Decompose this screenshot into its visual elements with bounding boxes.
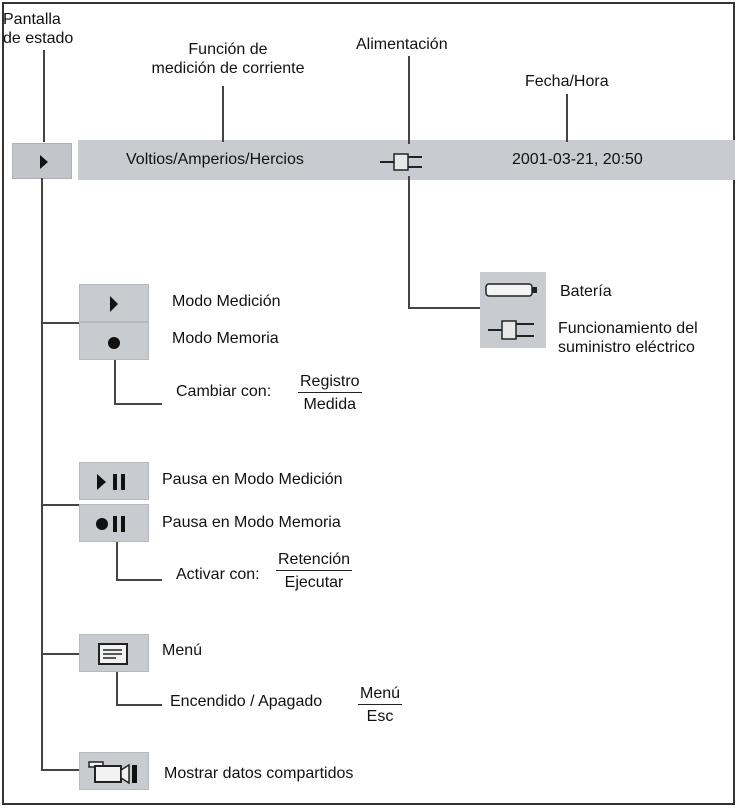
activate-denominator: Ejecutar	[284, 574, 344, 591]
connector-line	[566, 94, 568, 142]
connector-line	[408, 307, 480, 309]
plug-icon	[380, 153, 422, 171]
shared-data-label: Mostrar datos compartidos	[164, 765, 354, 782]
play-icon	[40, 155, 48, 169]
current-function-label: Función de medición de corriente	[151, 41, 305, 77]
connector-line	[41, 178, 43, 770]
record-icon	[108, 337, 120, 349]
pause-memory-box	[79, 504, 149, 542]
plug-icon	[488, 320, 534, 340]
switch-with-label: Cambiar con:	[176, 383, 272, 400]
connector-line	[116, 704, 162, 706]
battery-label: Batería	[560, 283, 612, 300]
activate-fraction: Retención Ejecutar	[276, 550, 353, 592]
connector-line	[41, 504, 79, 506]
menu-box	[79, 634, 149, 672]
toggle-label: Encendido / Apagado	[170, 693, 323, 710]
mode-measurement-label: Modo Medición	[172, 293, 281, 310]
menu-icon	[98, 643, 128, 665]
connector-line	[222, 86, 224, 142]
activate-numerator: Retención	[276, 550, 353, 571]
connector-line	[43, 50, 45, 142]
activate-with-label: Activar con:	[176, 566, 260, 583]
battery-icon	[485, 283, 537, 297]
mode-memory-label: Modo Memoria	[172, 330, 279, 347]
connector-line	[41, 769, 79, 771]
connector-line	[408, 176, 410, 308]
connector-line	[41, 322, 79, 324]
toggle-denominator: Esc	[366, 708, 394, 725]
camera-icon	[88, 761, 137, 785]
toggle-numerator: Menú	[358, 684, 403, 705]
pause-memory-label: Pausa en Modo Memoria	[162, 514, 341, 531]
switch-denominator: Medida	[303, 396, 357, 413]
connector-line	[408, 56, 410, 144]
power-label: Alimentación	[356, 36, 448, 53]
menu-label: Menú	[162, 642, 203, 659]
connector-line	[114, 360, 116, 404]
status-indicator-box	[12, 143, 72, 179]
connector-line	[116, 672, 118, 705]
connector-line	[116, 579, 162, 581]
status-display-label: Pantalla de estado	[3, 11, 74, 47]
connector-line	[114, 403, 162, 405]
switch-numerator: Registro	[298, 372, 362, 393]
toggle-fraction: Menú Esc	[358, 684, 403, 726]
measurement-text: Voltios/Amperios/Hercios	[126, 151, 304, 168]
connector-line	[116, 542, 118, 580]
pause-icon	[97, 474, 125, 490]
connector-line	[41, 653, 79, 655]
pause-icon	[96, 516, 125, 532]
mode-measurement-box	[79, 284, 149, 322]
mains-label: Funcionamiento del suministro eléctrico	[558, 320, 698, 356]
shared-data-box	[79, 752, 149, 790]
datetime-value: 2001-03-21, 20:50	[512, 151, 643, 168]
pause-measurement-box	[79, 462, 149, 500]
pause-measurement-label: Pausa en Modo Medición	[162, 471, 343, 488]
play-icon	[110, 296, 118, 312]
datetime-label: Fecha/Hora	[525, 73, 609, 90]
mode-memory-box	[79, 322, 149, 360]
switch-fraction: Registro Medida	[298, 372, 362, 414]
